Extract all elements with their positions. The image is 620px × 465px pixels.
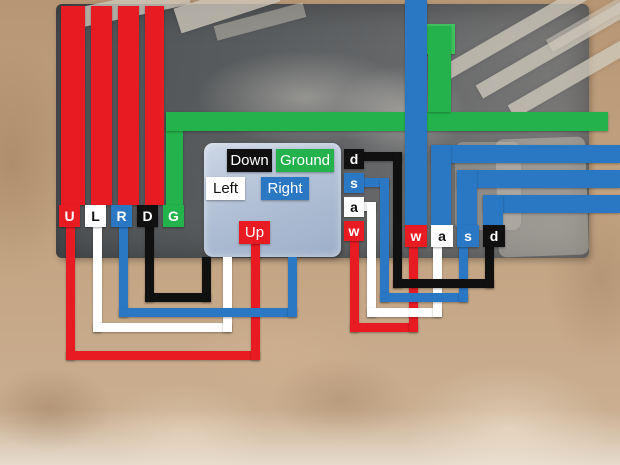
wire-segment [393,279,494,288]
pad1-label-g: G [163,205,184,227]
pad1-label-u: U [59,205,80,227]
pad2-strip-a-drop [431,145,451,227]
wire-segment [93,227,102,332]
wire-segment [288,257,297,317]
pad2-label-s: s [457,225,479,247]
pad1-label-d: D [137,205,158,227]
pad1-label-r: R [111,205,132,227]
wire-segment [119,227,128,317]
board-label-left: Left [206,177,245,200]
key-stack-w: w [344,221,364,241]
ground-wire-left-vertical [166,112,183,207]
ground-bus-horizontal [166,112,608,131]
wire-segment [485,247,494,288]
board-label-ground: Ground [276,149,334,172]
pad1-strip-d [145,6,164,205]
wire-segment [93,323,232,332]
key-stack-a: a [344,197,364,217]
wire-segment [145,293,211,302]
board-label-right: Right [261,177,309,200]
pad1-strip-u [61,6,85,205]
wire-segment [380,293,468,302]
pad1-strip-r [118,6,139,205]
pad1-strip-l [91,6,112,205]
wire-segment [409,247,418,332]
wire-segment [119,308,297,317]
pad2-label-d: d [483,225,505,247]
pad2-label-w: w [405,225,427,247]
wire-segment [393,152,402,288]
board-label-down: Down [227,149,272,172]
key-stack-d: d [344,149,364,169]
pad1-label-l: L [85,205,106,227]
pad2-strip-w-vertical [405,0,427,227]
wire-segment [66,227,75,360]
wire-segment [223,257,232,332]
pad2-strip-s-drop [457,170,477,227]
wire-segment [459,247,468,302]
wire-segment [364,152,402,161]
pad2-label-a: a [431,225,453,247]
wire-segment [364,178,389,187]
pad2-strip-d-horizontal [483,195,620,213]
wire-segment [251,244,260,360]
pad2-strip-a-horizontal [431,145,620,163]
wire-segment [380,178,389,302]
pad2-strip-d-drop [483,195,503,227]
key-stack-s: s [344,173,364,193]
ground-wire-right-vertical [428,26,451,112]
board-label-up: Up [239,221,270,244]
pad2-strip-s-horizontal [457,170,620,188]
wire-segment [367,202,376,317]
wire-segment [202,257,211,302]
wire-segment [350,323,418,332]
wire-segment [350,241,359,332]
wire-segment [367,308,442,317]
wire-segment [66,351,260,360]
wire-segment [145,227,154,302]
